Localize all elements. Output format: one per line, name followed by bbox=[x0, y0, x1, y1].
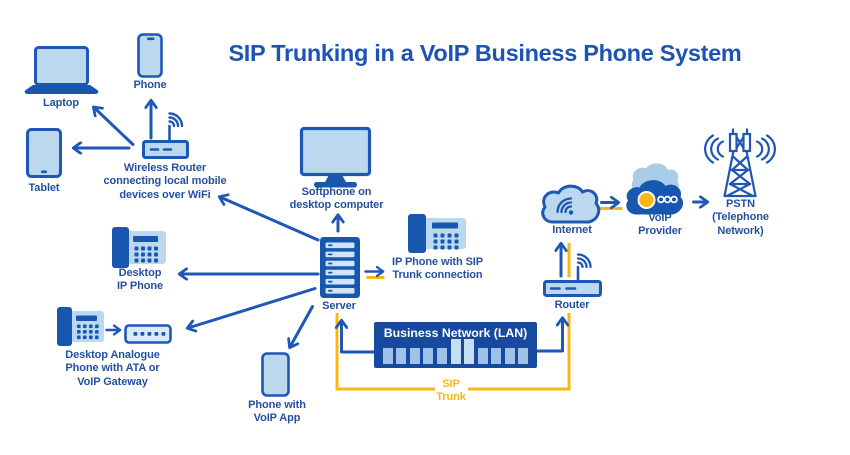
tablet-icon bbox=[26, 128, 62, 178]
router-icon bbox=[543, 253, 602, 297]
voip-provider-cloud-icon bbox=[626, 163, 684, 215]
router-label: Router bbox=[554, 299, 590, 311]
wireless-router-icon bbox=[142, 112, 189, 159]
softphone-label: Softphone on desktop computer bbox=[289, 186, 384, 212]
lan-ports bbox=[374, 339, 537, 364]
sip-ip-phone-icon bbox=[408, 214, 466, 253]
tablet-label: Tablet bbox=[28, 182, 60, 194]
server-icon bbox=[320, 237, 360, 298]
pstn-tower-icon bbox=[704, 128, 776, 198]
desktop-analogue-phone-label: Desktop Analogue Phone with ATA or VoIP … bbox=[65, 349, 160, 388]
arrow-lan-to-server bbox=[342, 321, 377, 354]
pstn-label: PSTN (Telephone Network) bbox=[712, 198, 769, 237]
lan-port bbox=[477, 348, 488, 364]
lan-port bbox=[382, 348, 393, 364]
phone-label: Phone bbox=[133, 79, 167, 91]
lan-port bbox=[504, 348, 515, 364]
phone-voip-app-label: Phone with VoIP App bbox=[248, 399, 306, 425]
voip-provider-label: VoIP Provider bbox=[638, 212, 682, 238]
page-title: SIP Trunking in a VoIP Business Phone Sy… bbox=[228, 40, 742, 66]
analogue-phone-icon bbox=[57, 307, 104, 346]
lan-port bbox=[450, 339, 461, 364]
lan-switch: Business Network (LAN) bbox=[374, 322, 537, 368]
wifi-icon bbox=[556, 197, 574, 215]
wireless-router-label: Wireless Router connecting local mobile … bbox=[103, 162, 227, 201]
connector-arrows bbox=[74, 101, 707, 354]
ata-icon bbox=[124, 324, 172, 344]
lan-port bbox=[518, 348, 529, 364]
arrow-server-to-voipapp bbox=[290, 305, 314, 348]
sip-trunk-path bbox=[335, 207, 623, 391]
server-label: Server bbox=[322, 300, 356, 312]
lan-label: Business Network (LAN) bbox=[383, 326, 528, 340]
arrow-lan-to-router bbox=[534, 319, 563, 353]
desktop-ip-phone-icon bbox=[112, 227, 166, 268]
arrow-wrouter-to-laptop bbox=[94, 108, 135, 146]
arrow-server-to-wrouter bbox=[220, 197, 320, 242]
sip-trunk-label: SIP Trunk bbox=[436, 378, 466, 404]
lan-port bbox=[423, 348, 434, 364]
lan-port bbox=[491, 348, 502, 364]
provider-dot-icon bbox=[637, 191, 656, 209]
monitor-icon bbox=[299, 126, 372, 188]
laptop-icon bbox=[24, 46, 99, 94]
arrow-server-to-ata bbox=[188, 287, 317, 329]
lan-port bbox=[396, 348, 407, 364]
internet-label: Internet bbox=[552, 224, 592, 236]
laptop-label: Laptop bbox=[42, 97, 80, 109]
internet-cloud-icon bbox=[541, 184, 601, 224]
ip-phone-sip-label: IP Phone with SIP Trunk connection bbox=[392, 256, 483, 282]
voip-app-phone-icon bbox=[261, 352, 290, 397]
lan-port bbox=[436, 348, 447, 364]
mobile-phone-icon bbox=[137, 33, 163, 78]
desktop-ip-phone-label: Desktop IP Phone bbox=[116, 267, 164, 293]
lan-port bbox=[409, 348, 420, 364]
lan-port bbox=[464, 339, 475, 364]
